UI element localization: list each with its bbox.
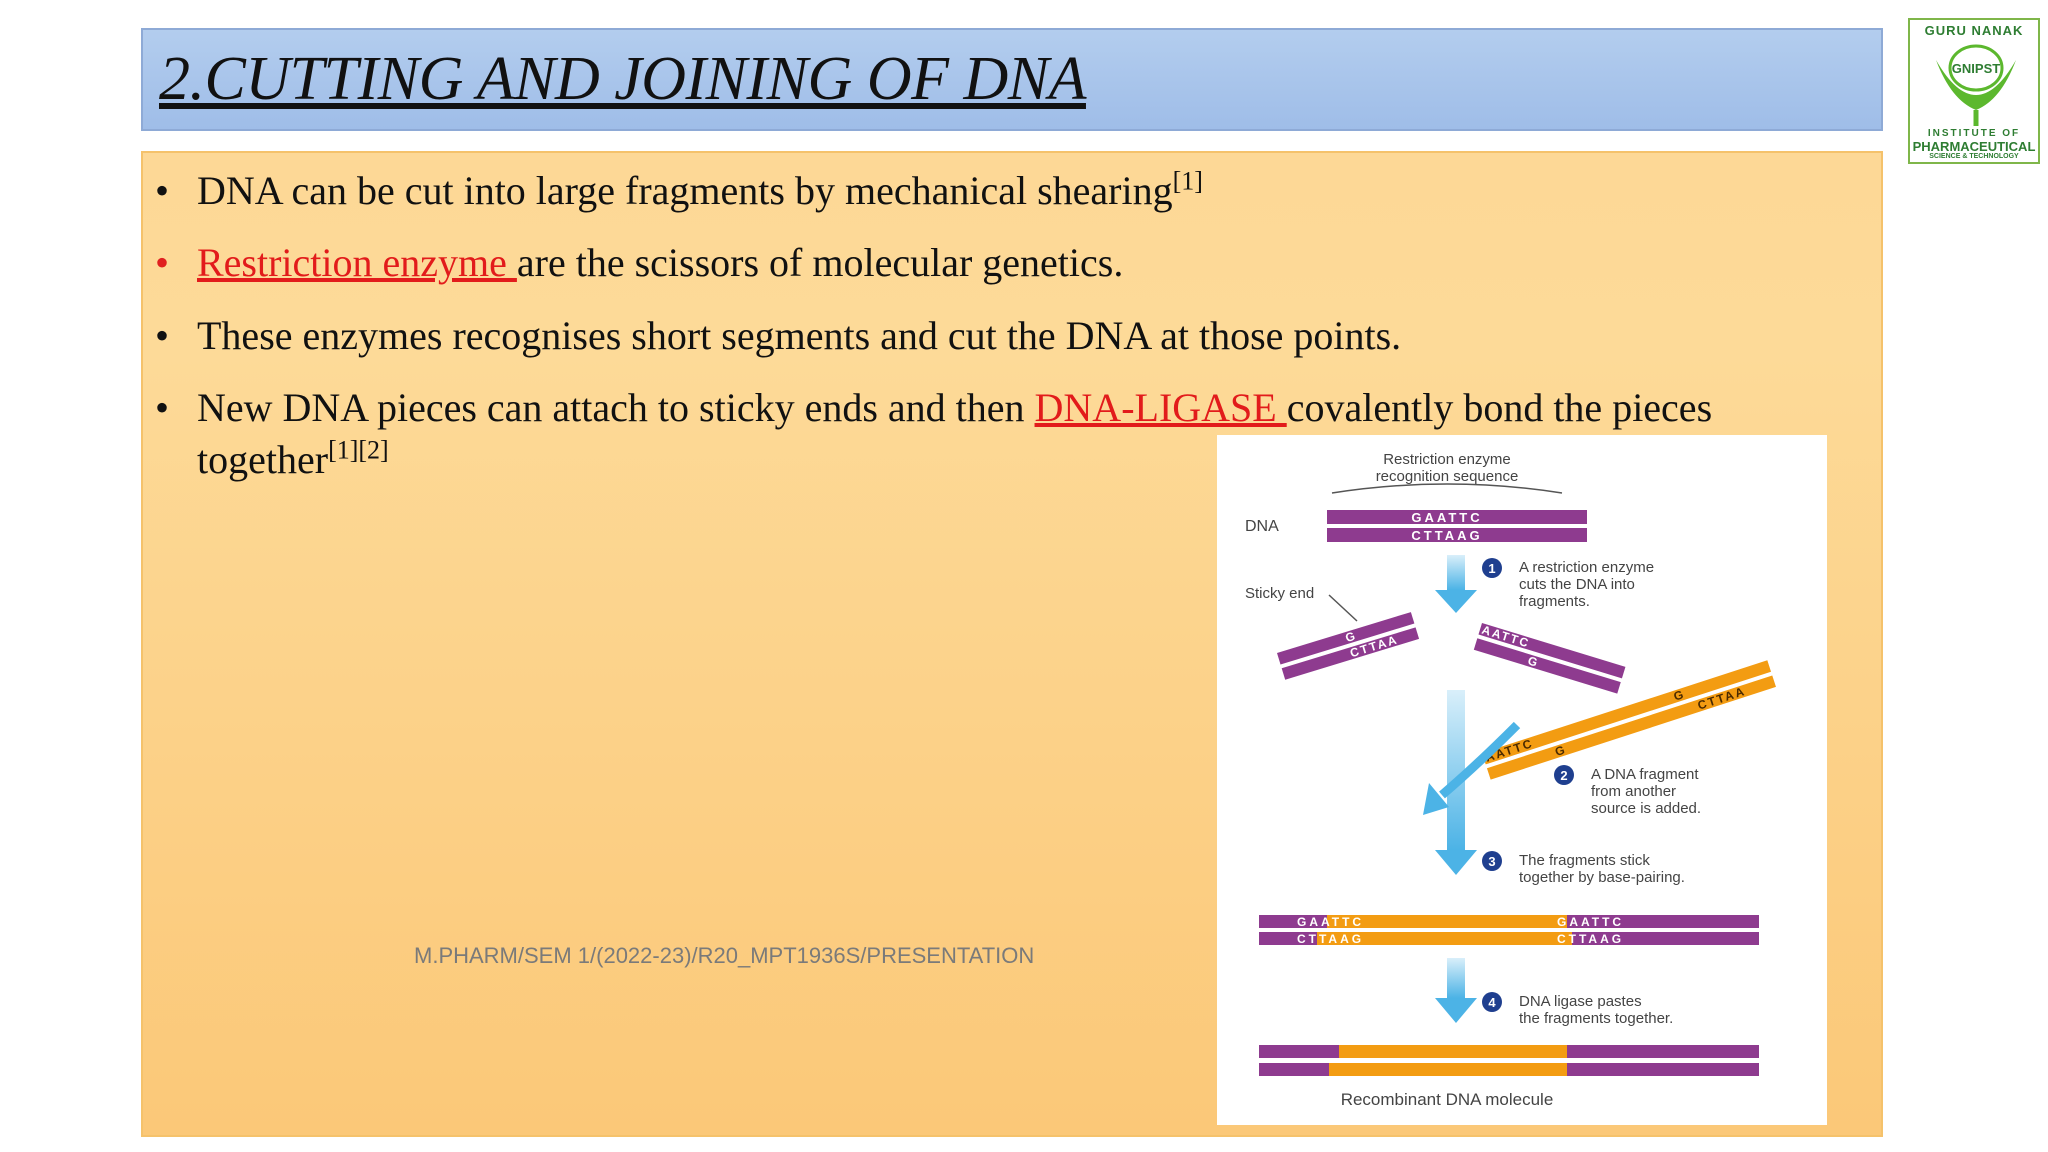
bullet-3: These enzymes recognises short segments … [197,313,1402,358]
step-4-line-2: the fragments together. [1519,1010,1673,1027]
dna-ligase-link[interactable]: DNA-LIGASE [1034,385,1287,430]
slide-title: 2.CUTTING AND JOINING OF DNA [159,45,1086,113]
step-3-line-1: The fragments stick [1519,852,1650,869]
bullet-dot: • [155,168,170,213]
bullet-4-ref: [1][2] [328,435,389,465]
gnipst-logo: GURU NANAK GNIPST INSTITUTE OF PHARMACEU… [1908,18,2040,164]
recombinant-caption: Recombinant DNA molecule [1341,1090,1554,1109]
logo-emblem-icon: GNIPST [1936,44,2016,126]
step-4-line-1: DNA ligase pastes [1519,993,1642,1010]
logo-sci-text: SCIENCE & TECHNOLOGY [1929,153,2019,160]
recombinant-molecule [1259,1045,1759,1076]
fragment-orange: AATTC G G CTTAA [1482,660,1776,780]
fragment-right: AATTC G [1473,623,1626,694]
bullet-1: DNA can be cut into large fragments by m… [197,165,1203,217]
step-2-line-1: A DNA fragment [1591,766,1699,783]
step-1-num: 1 [1488,561,1495,576]
arrow-1-head [1435,590,1477,613]
restriction-ligation-diagram: Restriction enzyme recognition sequence … [1217,435,1827,1125]
step-3-circle [1482,851,1502,871]
bullet-4-line2-text: together [197,437,329,482]
dna-label: DNA [1245,518,1279,535]
step-1-line-1: A restriction enzyme [1519,559,1654,576]
sticky-end-label: Sticky end [1245,585,1314,602]
seq-bottom: CTTAAG [1411,528,1482,543]
logo-pharm-text: PHARMACEUTICAL [1912,139,2036,154]
step-1-circle [1482,558,1502,578]
title-bar: 2.CUTTING AND JOINING OF DNA [141,28,1883,131]
curved-arrow [1439,721,1521,799]
slide-footer: M.PHARM/SEM 1/(2022-23)/R20_MPT1936S/PRE… [414,943,1035,968]
fragment-left: G CTTAA [1277,612,1420,680]
arrow-2-head [1435,850,1477,875]
bullet-1-ref: [1] [1172,166,1203,196]
orange-top-right: G [1672,687,1685,703]
joined-strands: GAATTC CTTAAG GAATTC CTTAAG [1259,915,1759,946]
bullet-4-post: covalently bond the pieces [1286,385,1713,430]
recognition-brace [1331,483,1563,494]
step-2-circle [1554,765,1574,785]
bullet-1-text: DNA can be cut into large fragments by m… [197,168,1173,213]
logo-badge: GNIPST [1952,61,2000,76]
joined-top-left: GAATTC [1297,915,1364,929]
bullet-4-pre: New DNA pieces can attach to sticky ends… [197,385,1035,430]
bullet-4-line2: together[1][2] [197,434,389,486]
orange-bottom-left: G [1553,743,1566,759]
bullet-dot: • [155,385,170,430]
frag-right-bottom: G [1526,653,1539,669]
step-1-line-3: fragments. [1519,593,1590,610]
step-2-num: 2 [1560,768,1567,783]
seq-top: GAATTC [1411,510,1482,525]
frag-left-top: G [1344,629,1357,645]
step-4-num: 4 [1488,995,1496,1010]
bullet-2: Restriction enzyme are the scissors of m… [197,237,1123,289]
logo-top-text: GURU NANAK [1924,23,2024,38]
sticky-end-pointer [1328,594,1358,622]
step-4-circle [1482,992,1502,1012]
bullet-dot: • [155,313,170,358]
bullet-dot: • [155,240,170,285]
joined-top-right: GAATTC [1557,915,1624,929]
step-3-num: 3 [1488,854,1495,869]
step-2-line-2: from another [1591,783,1676,800]
step-1-line-2: cuts the DNA into [1519,576,1635,593]
arrow-2-shaft [1447,690,1465,850]
curved-arrow-head [1423,783,1449,815]
recognition-label-1: Restriction enzyme [1383,451,1511,468]
arrow-3-head [1435,998,1477,1023]
bullet-2-text: are the scissors of molecular genetics. [516,240,1124,285]
logo-institute-text: INSTITUTE OF [1927,128,2021,139]
step-3-line-2: together by base-pairing. [1519,869,1685,886]
recognition-label-2: recognition sequence [1376,468,1519,485]
arrow-3-shaft [1447,958,1465,998]
step-2-line-3: source is added. [1591,800,1701,817]
joined-bottom-left: CTTAAG [1297,932,1364,946]
dna-strand-top [1327,510,1587,524]
joined-bottom-right: CTTAAG [1557,932,1624,946]
bullet-4: New DNA pieces can attach to sticky ends… [197,382,1712,434]
restriction-enzyme-link[interactable]: Restriction enzyme [197,240,517,285]
arrow-1-shaft [1447,555,1465,590]
dna-strand-bottom [1327,528,1587,542]
